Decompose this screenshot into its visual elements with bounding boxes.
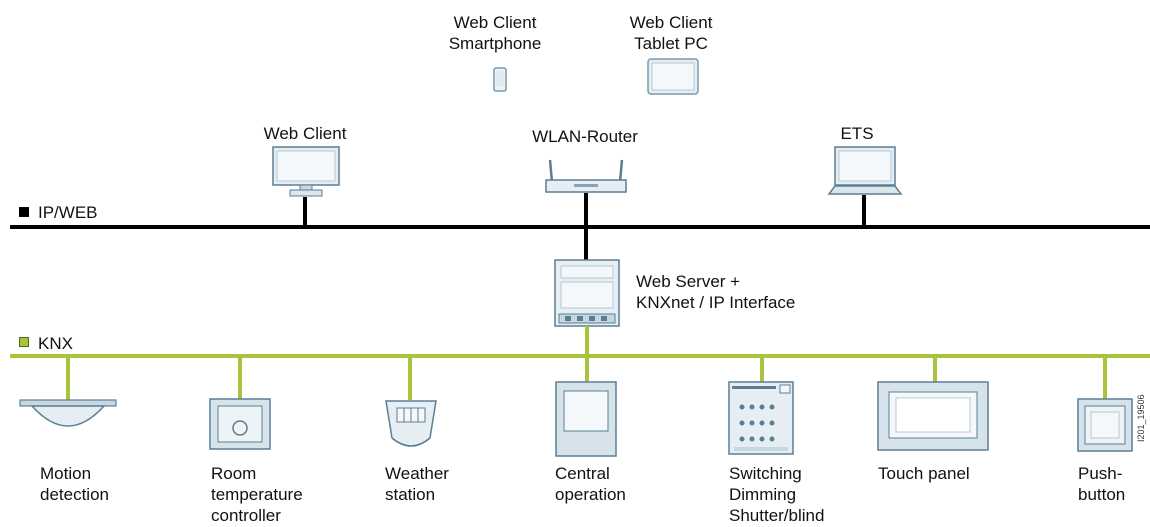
- pushbutton-icon: [1077, 398, 1133, 452]
- room-thermostat-icon: [209, 398, 271, 450]
- ip-bus-label: IP/WEB: [38, 203, 98, 222]
- knx-bus-label: KNX: [38, 334, 73, 353]
- tablet-label: Web Client Tablet PC: [629, 13, 713, 53]
- knx-bus-marker: [19, 337, 29, 347]
- knx-drop-pushbutton: [1103, 356, 1107, 400]
- smartphone-label: Web Client Smartphone: [448, 13, 542, 53]
- weather-station-label: Weather station: [385, 464, 449, 504]
- ip-web-bus-line: [10, 225, 1150, 229]
- router-label: WLAN-Router: [532, 127, 638, 146]
- knx-bus-line: [10, 354, 1150, 358]
- figure-reference: I201_19506: [1136, 394, 1146, 442]
- knx-drop-weather: [408, 356, 412, 400]
- ets-connector: [862, 195, 866, 227]
- central-operation-icon: [555, 381, 617, 457]
- ip-bus-marker: [19, 207, 29, 217]
- web-server-icon: [554, 259, 620, 327]
- knx-drop-touch: [933, 356, 937, 382]
- knx-drop-central: [585, 356, 589, 382]
- laptop-icon: [827, 146, 903, 195]
- actuator-label: Switching Dimming Shutter/blind: [729, 464, 825, 525]
- ets-label: ETS: [840, 124, 874, 143]
- motion-detector-icon: [19, 399, 117, 427]
- smartphone-icon: [493, 67, 507, 92]
- monitor-icon: [272, 146, 340, 197]
- touch-panel-label: Touch panel: [878, 464, 970, 483]
- room-temperature-controller-label: Room temperature controller: [211, 464, 303, 525]
- tablet-icon: [647, 58, 699, 95]
- knx-drop-room: [238, 356, 242, 400]
- web-client-connector: [303, 197, 307, 227]
- web-server-label: Web Server + KNXnet / IP Interface: [636, 272, 796, 312]
- pushbutton-label: Push- button: [1078, 464, 1126, 504]
- motion-detection-label: Motion detection: [40, 464, 109, 504]
- wlan-router-icon: [545, 159, 627, 193]
- weather-station-icon: [385, 400, 437, 447]
- router-server-connector: [584, 193, 588, 261]
- actuator-icon: [728, 381, 794, 455]
- server-knx-connector: [585, 326, 589, 356]
- central-operation-label: Central operation: [555, 464, 626, 504]
- web-client-label: Web Client: [263, 124, 347, 143]
- touch-panel-icon: [877, 381, 989, 451]
- knx-drop-motion: [66, 356, 70, 400]
- knx-drop-actuator: [760, 356, 764, 382]
